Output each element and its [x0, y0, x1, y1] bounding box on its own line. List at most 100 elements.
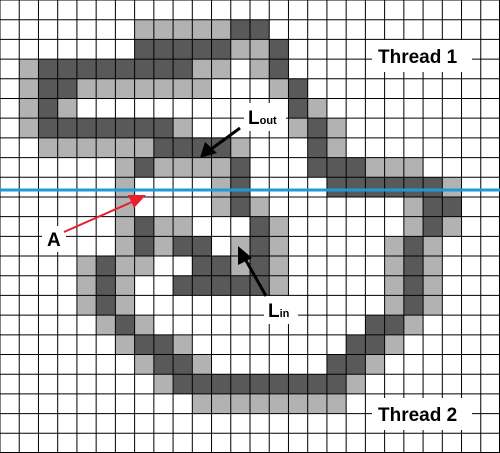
light-cell — [96, 137, 116, 158]
light-cell — [365, 157, 385, 178]
dark-cell — [153, 137, 174, 158]
dark-cell — [173, 137, 193, 158]
dark-cell — [288, 78, 308, 99]
dark-cell — [134, 216, 154, 237]
dark-cell — [230, 275, 250, 296]
light-cell — [384, 275, 404, 296]
light-cell — [76, 295, 97, 316]
dark-cell — [403, 236, 424, 257]
dark-cell — [211, 256, 231, 276]
dark-cell — [96, 275, 116, 296]
dark-cell — [423, 177, 443, 197]
light-cell — [192, 19, 212, 40]
l-out-label-main: L — [248, 108, 260, 129]
light-cell — [115, 256, 135, 276]
dark-cell — [346, 334, 366, 355]
light-cell — [153, 236, 174, 257]
light-cell — [134, 78, 154, 99]
svg-text:Lout: Lout — [248, 108, 277, 129]
light-cell — [192, 78, 212, 99]
dark-cell — [134, 157, 154, 178]
dark-cell — [153, 118, 174, 138]
dark-cell — [115, 118, 135, 138]
light-cell — [288, 393, 308, 414]
dark-cell — [134, 236, 154, 257]
light-cell — [115, 177, 135, 197]
dark-cell — [153, 354, 174, 375]
dark-cell — [38, 118, 58, 138]
dark-cell — [153, 39, 174, 60]
light-cell — [384, 157, 404, 178]
dark-cell — [403, 295, 424, 316]
light-cell — [115, 236, 135, 257]
dark-cell — [211, 39, 231, 60]
dark-cell — [326, 157, 347, 178]
light-cell — [423, 236, 443, 257]
dark-cell — [96, 295, 116, 316]
light-cell — [307, 98, 327, 119]
dark-cell — [307, 157, 327, 178]
light-cell — [307, 393, 327, 414]
thread2-label: Thread 2 — [378, 405, 457, 426]
dark-cell — [250, 256, 270, 276]
light-cell — [19, 98, 39, 119]
arrow-to-point-a — [63, 195, 146, 233]
light-cell — [134, 315, 154, 335]
light-cell — [134, 256, 154, 276]
light-cell — [384, 334, 404, 355]
light-cell — [173, 216, 193, 237]
light-cell — [115, 275, 135, 296]
dark-cell — [250, 236, 270, 257]
light-cell — [19, 118, 39, 138]
light-cell — [38, 137, 58, 158]
dark-cell — [403, 177, 424, 197]
light-cell — [269, 275, 289, 296]
a-label: A — [47, 230, 61, 251]
dark-cell — [365, 334, 385, 355]
dark-cell — [173, 354, 193, 375]
light-cell — [269, 256, 289, 276]
dark-cell — [76, 59, 97, 79]
light-cell — [192, 59, 212, 79]
light-cell — [115, 295, 135, 316]
arrow-to-l-out — [200, 126, 241, 158]
light-cell — [115, 334, 135, 355]
dark-cell — [269, 59, 289, 79]
light-cell — [211, 157, 231, 178]
dark-cell — [192, 236, 212, 257]
light-cell — [76, 137, 97, 158]
dark-cell — [384, 177, 404, 197]
dark-cell — [192, 39, 212, 60]
dark-cell — [442, 196, 462, 217]
light-cell — [250, 393, 270, 414]
dark-cell — [230, 196, 250, 217]
light-cell — [269, 216, 289, 237]
l-in-label-group: Lin — [264, 296, 298, 324]
dark-cell — [250, 216, 270, 237]
dark-cell — [423, 196, 443, 217]
light-cell — [134, 19, 154, 40]
dark-cell — [173, 374, 193, 394]
dark-cell — [96, 256, 116, 276]
dark-cell — [38, 98, 58, 119]
dark-cell — [115, 59, 135, 79]
dark-cell — [326, 354, 347, 375]
light-cell — [442, 177, 462, 197]
l-out-label-sub: out — [260, 115, 277, 127]
dark-cell — [173, 39, 193, 60]
dark-cell — [57, 59, 77, 79]
light-cell — [403, 196, 424, 217]
dark-cell — [153, 334, 174, 355]
light-cell — [269, 393, 289, 414]
a-label-group: A — [42, 226, 66, 252]
light-cell — [19, 78, 39, 99]
dark-cell — [38, 59, 58, 79]
light-cell — [403, 216, 424, 237]
dark-cell — [173, 275, 193, 296]
light-cell — [269, 236, 289, 257]
dark-cell — [230, 374, 250, 394]
light-cell — [57, 137, 77, 158]
light-cell — [442, 216, 462, 237]
